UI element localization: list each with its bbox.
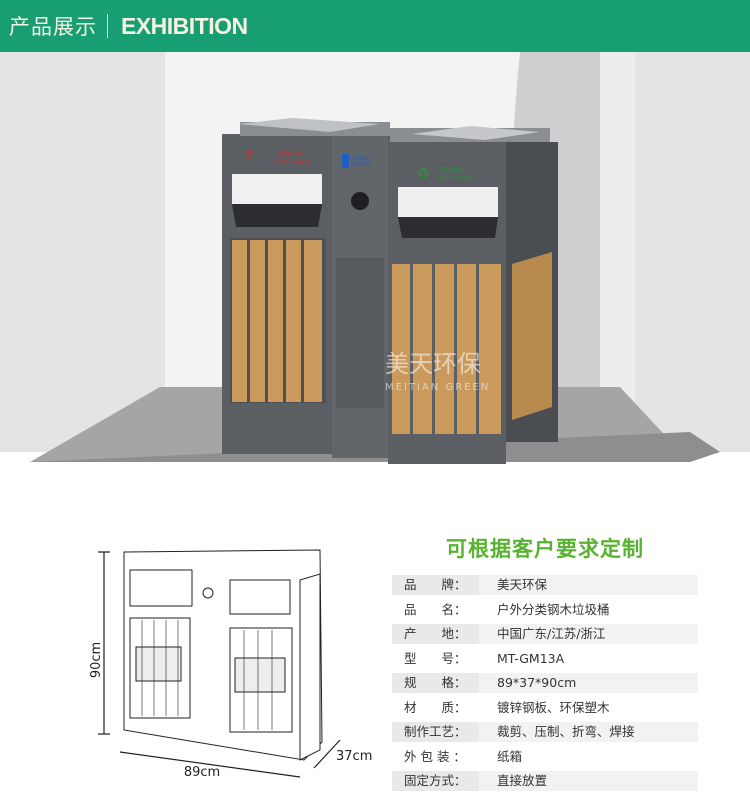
spec-value: 纸箱 xyxy=(497,748,523,764)
svg-text:MEITIAN GREEN: MEITIAN GREEN xyxy=(385,382,490,393)
spec-row: 材 质： 镀锌钢板、环保塑木 xyxy=(392,696,698,721)
spec-value: 中国广东/江苏/浙江 xyxy=(479,624,698,645)
spec-label: 产 地： xyxy=(392,624,479,645)
recycle-icon: ♻ xyxy=(417,166,430,182)
spec-label: 固定方式： xyxy=(392,771,479,792)
dimension-lines xyxy=(98,551,341,778)
spec-value: 镀锌钢板、环保塑木 xyxy=(497,699,610,715)
spec-row: 规 格：89*37*90cm xyxy=(392,671,698,696)
spec-row: 固定方式：直接放置 xyxy=(392,769,698,794)
spec-value: MT-GM13A xyxy=(497,650,565,666)
svg-text:美天环保: 美天环保 xyxy=(385,350,481,378)
bin-label-battery: 电子电池 xyxy=(351,155,369,162)
spec-row: 制作工艺：裁剪、压制、折弯、焊接 xyxy=(392,720,698,745)
bin-label-other-en: Other waste xyxy=(274,159,311,166)
spec-label: 品 牌： xyxy=(392,575,479,596)
spec-label: 规 格： xyxy=(392,673,479,694)
spec-value: 户外分类钢木垃圾桶 xyxy=(497,601,610,617)
customize-title: 可根据客户要求定制 xyxy=(446,537,644,561)
product-photo: ⇧ 其他垃圾 Other waste 电子电池 BATTERY ♻ 可回收物 R… xyxy=(0,52,750,510)
trash-bin xyxy=(222,118,558,464)
watermark: 美天环保 MEITIAN GREEN xyxy=(385,350,490,393)
spec-label: 材 质： xyxy=(392,697,479,718)
spec-row: 品 牌：美天环保 xyxy=(392,573,698,598)
bin-label-other: 其他垃圾 xyxy=(278,150,302,158)
header-divider xyxy=(107,14,108,38)
spec-row: 型 号： MT-GM13A xyxy=(392,647,698,672)
spec-label: 制作工艺： xyxy=(392,722,479,743)
dimension-drawing: 90cm 89cm 37cm xyxy=(90,549,372,780)
header-title-cn: 产品展示 xyxy=(9,15,97,39)
spec-table: 品 牌：美天环保品 名： 户外分类钢木垃圾桶产 地：中国广东/江苏/浙江型 号： M… xyxy=(392,573,698,794)
spec-value: 直接放置 xyxy=(479,771,698,792)
spec-row: 品 名： 户外分类钢木垃圾桶 xyxy=(392,598,698,623)
spec-value: 89*37*90cm xyxy=(479,673,698,694)
depth-label: 37cm xyxy=(336,749,372,764)
spec-label: 型 号： xyxy=(392,648,479,669)
header-title-en: EXHIBITION xyxy=(121,12,248,39)
spec-label: 外 包 装 ： xyxy=(392,746,479,767)
spec-value: 裁剪、压制、折弯、焊接 xyxy=(479,722,698,743)
bin-label-battery-en: BATTERY xyxy=(351,162,371,168)
section-header: 产品展示 EXHIBITION xyxy=(0,0,750,52)
spec-label: 品 名： xyxy=(392,599,479,620)
bin-label-recyclable-en: RECYCLABLE xyxy=(438,175,477,182)
recycle-other-icon: ⇧ xyxy=(244,148,256,164)
spec-row: 产 地：中国广东/江苏/浙江 xyxy=(392,622,698,647)
battery-icon xyxy=(342,154,349,168)
spec-value: 美天环保 xyxy=(479,575,698,596)
spec-row: 外 包 装 ： 纸箱 xyxy=(392,745,698,770)
bin-label-recyclable: 可回收物 xyxy=(438,166,462,174)
width-label: 89cm xyxy=(184,765,220,780)
height-label: 90cm xyxy=(90,642,104,678)
